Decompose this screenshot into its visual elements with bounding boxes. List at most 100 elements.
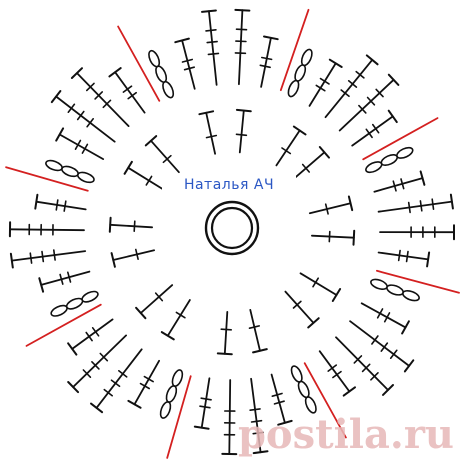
inner-stitch-hash — [301, 163, 311, 173]
outer-stitch-hash — [419, 200, 423, 212]
outer-stitch-top — [67, 342, 78, 356]
chain-stitch — [287, 79, 300, 98]
chain-stitch — [81, 290, 99, 303]
outer-stitch-hash — [76, 110, 85, 121]
outer-stitch-hash — [235, 28, 248, 31]
chain-stitch — [50, 304, 68, 317]
outer-stitch-stem — [338, 78, 395, 132]
outer-stitch-hash — [200, 397, 212, 401]
inner-stitch-hash — [135, 248, 139, 261]
inner-stitch-stem — [249, 308, 261, 352]
outer-stitch-stem — [35, 200, 87, 211]
outer-stitch-hash — [67, 103, 76, 113]
author-caption: Наталья АЧ — [162, 175, 296, 195]
outer-stitch-hash — [85, 331, 93, 342]
outer-stitch-stem — [270, 373, 286, 424]
outer-stitch-hash — [327, 364, 338, 372]
chain-stitch — [304, 396, 317, 414]
outer-stitch-hash — [370, 371, 379, 381]
inner-stitch-hash — [220, 328, 232, 331]
outer-stitch-hash — [55, 199, 59, 211]
outer-stitch-stem — [72, 334, 127, 388]
inner-stitch-stem — [299, 272, 338, 296]
outer-stitch-hash — [74, 139, 82, 150]
outer-stitch-stem — [237, 9, 244, 86]
outer-stitch-hash — [118, 369, 128, 378]
outer-stitch-hash — [405, 250, 409, 263]
outer-stitch-hash — [273, 400, 285, 405]
outer-stitch-stem — [335, 336, 389, 391]
outer-stitch-hash — [400, 178, 405, 190]
chain-stitch — [300, 48, 313, 67]
outer-stitch-top — [201, 9, 217, 13]
outer-stitch-stem — [250, 377, 262, 454]
outer-stitch-top — [426, 251, 431, 268]
inner-stitch-stem — [310, 234, 355, 239]
outer-stitch-stem — [76, 72, 130, 127]
outer-stitch-hash — [139, 382, 150, 390]
chain-stitch — [365, 161, 383, 174]
inner-stitch-top — [352, 229, 356, 246]
outer-stitch-top — [193, 425, 210, 430]
chain-stitch — [171, 369, 184, 387]
inner-stitch-top — [307, 317, 320, 329]
outer-stitch-hash — [353, 355, 363, 364]
outer-stitch-hash — [207, 52, 220, 56]
divider-line — [25, 303, 102, 347]
outer-stitch-stem — [360, 302, 407, 329]
outer-stitch-hash — [365, 128, 373, 139]
outer-stitch-top — [108, 67, 122, 78]
inner-stitch-top — [235, 108, 252, 113]
outer-stitch-hash — [380, 342, 389, 352]
outer-stitch-hash — [52, 249, 56, 261]
outer-stitch-hash — [315, 84, 326, 92]
chain-stitch — [380, 153, 399, 167]
chain-stitch — [294, 64, 307, 82]
inner-stitch-stem — [284, 290, 315, 324]
outer-stitch-hash — [199, 405, 211, 409]
chain-stitch — [45, 159, 63, 172]
outer-stitch-hash — [431, 198, 435, 210]
outer-stitch-hash — [99, 352, 109, 362]
magic-ring-inner — [210, 206, 254, 250]
inner-stitch-top — [160, 331, 175, 341]
inner-stitch-hash — [145, 175, 153, 186]
inner-stitch-hash — [235, 133, 248, 137]
outer-stitch-hash — [103, 388, 113, 397]
outer-stitch-hash — [271, 392, 283, 398]
outer-stitch-stem — [95, 348, 143, 409]
inner-stitch-hash — [154, 292, 164, 302]
outer-stitch-top — [127, 399, 142, 409]
outer-stitch-hash — [94, 91, 103, 100]
outer-stitch-top — [342, 386, 356, 397]
inner-stitch-top — [198, 110, 215, 116]
inner-stitch-top — [123, 160, 133, 175]
outer-stitch-hash — [407, 201, 411, 214]
inner-stitch-stem — [109, 223, 154, 229]
outer-stitch-top — [174, 37, 190, 44]
outer-stitch-hash — [127, 91, 137, 100]
outer-stitch-stem — [377, 251, 430, 261]
divider-line — [303, 362, 347, 439]
chain-stitch — [65, 297, 84, 310]
outer-stitch-top — [70, 67, 83, 79]
outer-stitch-hash — [332, 370, 342, 379]
inner-stitch-stem — [291, 151, 326, 181]
outer-stitch-stem — [40, 270, 91, 286]
outer-stitch-top — [55, 127, 65, 142]
chain-stitch — [77, 171, 95, 184]
inner-stitch-stem — [223, 310, 229, 355]
outer-stitch-top — [34, 193, 39, 210]
outer-stitch-hash — [358, 104, 367, 114]
outer-stitch-hash — [29, 252, 33, 264]
outer-stitch-top — [9, 252, 14, 269]
outer-stitch-stem — [349, 320, 411, 367]
outer-stitch-hash — [183, 66, 195, 71]
outer-stitch-hash — [347, 80, 358, 88]
outer-stitch-top — [263, 35, 279, 41]
outer-stitch-top — [403, 359, 415, 373]
outer-stitch-top — [387, 109, 398, 124]
outer-stitch-hash — [205, 28, 217, 32]
chain-stitch — [165, 385, 178, 403]
